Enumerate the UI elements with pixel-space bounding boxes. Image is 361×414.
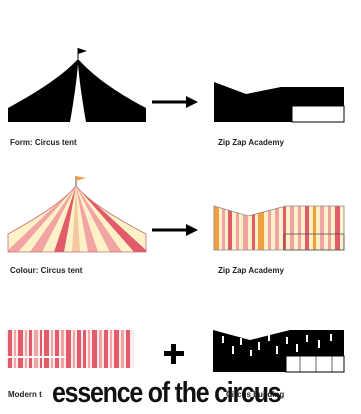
black-circus-tent: [8, 48, 146, 122]
zip-zap-building-colour: [213, 205, 345, 251]
form-circus-tent-label: Form: Circus tent: [10, 138, 77, 147]
colour-circus-tent-label: Colour: Circus tent: [10, 266, 83, 275]
modern-striped-facade: [6, 330, 134, 368]
zip-zap-building-black: [214, 82, 345, 123]
modern-label: Modern t: [8, 390, 42, 399]
zip-zap-academy-label: Zip Zap Academy: [218, 266, 284, 275]
arrow-icon: [152, 224, 198, 236]
zip-zap-academy-label: Zip Zap Academy: [218, 138, 284, 147]
plus-icon: [164, 344, 184, 364]
circus-building-label: Circus building: [226, 390, 285, 399]
caption-overlay: essence of the circus: [52, 377, 282, 409]
colour-circus-tent: [7, 176, 147, 253]
circus-building-black: [213, 330, 345, 373]
arrow-icon: [152, 96, 198, 108]
